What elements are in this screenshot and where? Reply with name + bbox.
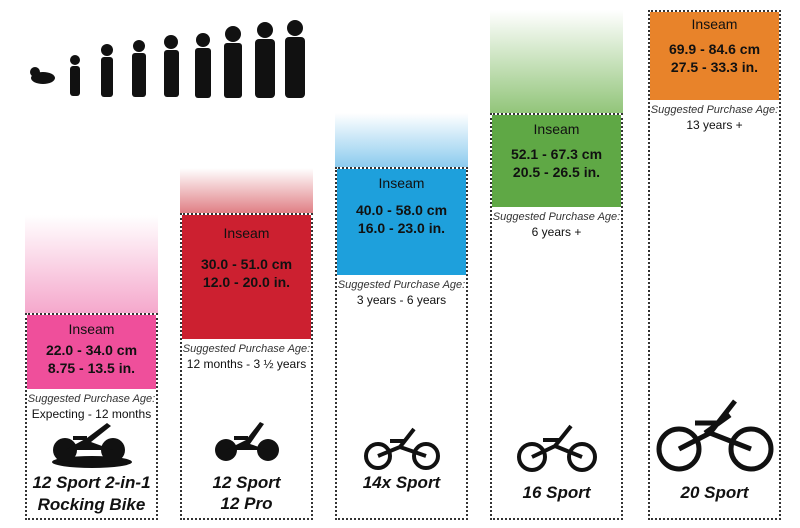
rocking-bike-icon (51, 423, 132, 468)
inseam-in: 12.0 - 20.0 in. (202, 274, 291, 290)
size-frame: Inseam 22.0 - 34.0 cm 8.75 - 13.5 in. Su… (25, 313, 158, 520)
bike-column-12-sport-2in1: Inseam 22.0 - 34.0 cm 8.75 - 13.5 in. Su… (25, 215, 158, 528)
bicycle-icon (656, 399, 773, 472)
bike-name: 16 Sport (522, 483, 591, 502)
inseam-box: Inseam 69.9 - 84.6 cm 27.5 - 33.3 in. (650, 12, 779, 100)
bicycle-icon (363, 427, 440, 470)
suggested-age: 3 years - 6 years (356, 293, 447, 307)
inseam-in: 20.5 - 26.5 in. (512, 164, 601, 180)
inseam-label: Inseam (378, 175, 425, 191)
suggested-age: Expecting - 12 months (31, 407, 152, 421)
inseam-box: Inseam 30.0 - 51.0 cm 12.0 - 20.0 in. (182, 215, 311, 339)
inseam-label: Inseam (533, 121, 580, 137)
size-gradient (180, 168, 313, 213)
inseam-label: Inseam (223, 225, 270, 241)
bike-column-14x-sport: Inseam 40.0 - 58.0 cm 16.0 - 23.0 in. Su… (335, 113, 468, 528)
inseam-cm: 30.0 - 51.0 cm (200, 256, 293, 272)
inseam-label: Inseam (68, 321, 115, 337)
inseam-box: Inseam 52.1 - 67.3 cm 20.5 - 26.5 in. (492, 115, 621, 207)
suggested-age: 6 years + (531, 225, 582, 239)
size-frame: Inseam 69.9 - 84.6 cm 27.5 - 33.3 in. Su… (648, 10, 781, 520)
bike-column-16-sport: Inseam 52.1 - 67.3 cm 20.5 - 26.5 in. Su… (490, 10, 623, 528)
bike-name: 12 Sport (212, 473, 281, 492)
inseam-box: Inseam 22.0 - 34.0 cm 8.75 - 13.5 in. (27, 315, 156, 389)
bike-name-line2: 12 Pro (220, 494, 273, 513)
inseam-cm: 40.0 - 58.0 cm (355, 202, 448, 218)
inseam-box: Inseam 40.0 - 58.0 cm 16.0 - 23.0 in. (337, 169, 466, 275)
inseam-in: 8.75 - 13.5 in. (47, 360, 136, 376)
size-gradient (490, 10, 623, 113)
size-frame: Inseam 40.0 - 58.0 cm 16.0 - 23.0 in. Su… (335, 167, 468, 520)
bike-column-12-sport: Inseam 30.0 - 51.0 cm 12.0 - 20.0 in. Su… (180, 168, 313, 528)
size-frame: Inseam 52.1 - 67.3 cm 20.5 - 26.5 in. Su… (490, 113, 623, 520)
bike-name: 14x Sport (362, 473, 441, 492)
suggested-age-label: Suggested Purchase Age: (182, 343, 311, 355)
size-frame: Inseam 30.0 - 51.0 cm 12.0 - 20.0 in. Su… (180, 213, 313, 520)
inseam-in: 27.5 - 33.3 in. (670, 59, 759, 75)
suggested-age-label: Suggested Purchase Age: (650, 104, 779, 116)
bike-name: 20 Sport (680, 483, 749, 502)
suggested-age: 12 months - 3 ½ years (186, 357, 307, 371)
balance-bike-icon (214, 422, 279, 461)
inseam-in: 16.0 - 23.0 in. (357, 220, 446, 236)
bike-name-line2: Rocking Bike (37, 495, 146, 514)
bicycle-icon (516, 424, 597, 472)
inseam-cm: 69.9 - 84.6 cm (668, 41, 761, 57)
inseam-label: Inseam (691, 16, 738, 32)
inseam-cm: 52.1 - 67.3 cm (510, 146, 603, 162)
suggested-age-label: Suggested Purchase Age: (337, 279, 466, 291)
inseam-cm: 22.0 - 34.0 cm (45, 342, 138, 358)
child-growth-silhouettes-icon (30, 20, 305, 98)
bike-column-20-sport: Inseam 69.9 - 84.6 cm 27.5 - 33.3 in. Su… (648, 8, 781, 528)
bike-name: 12 Sport 2-in-1 (32, 473, 151, 492)
suggested-age-label: Suggested Purchase Age: (492, 211, 621, 223)
suggested-age: 13 years + (686, 118, 743, 132)
suggested-age-label: Suggested Purchase Age: (27, 393, 156, 405)
size-gradient (25, 215, 158, 313)
size-gradient (335, 113, 468, 167)
